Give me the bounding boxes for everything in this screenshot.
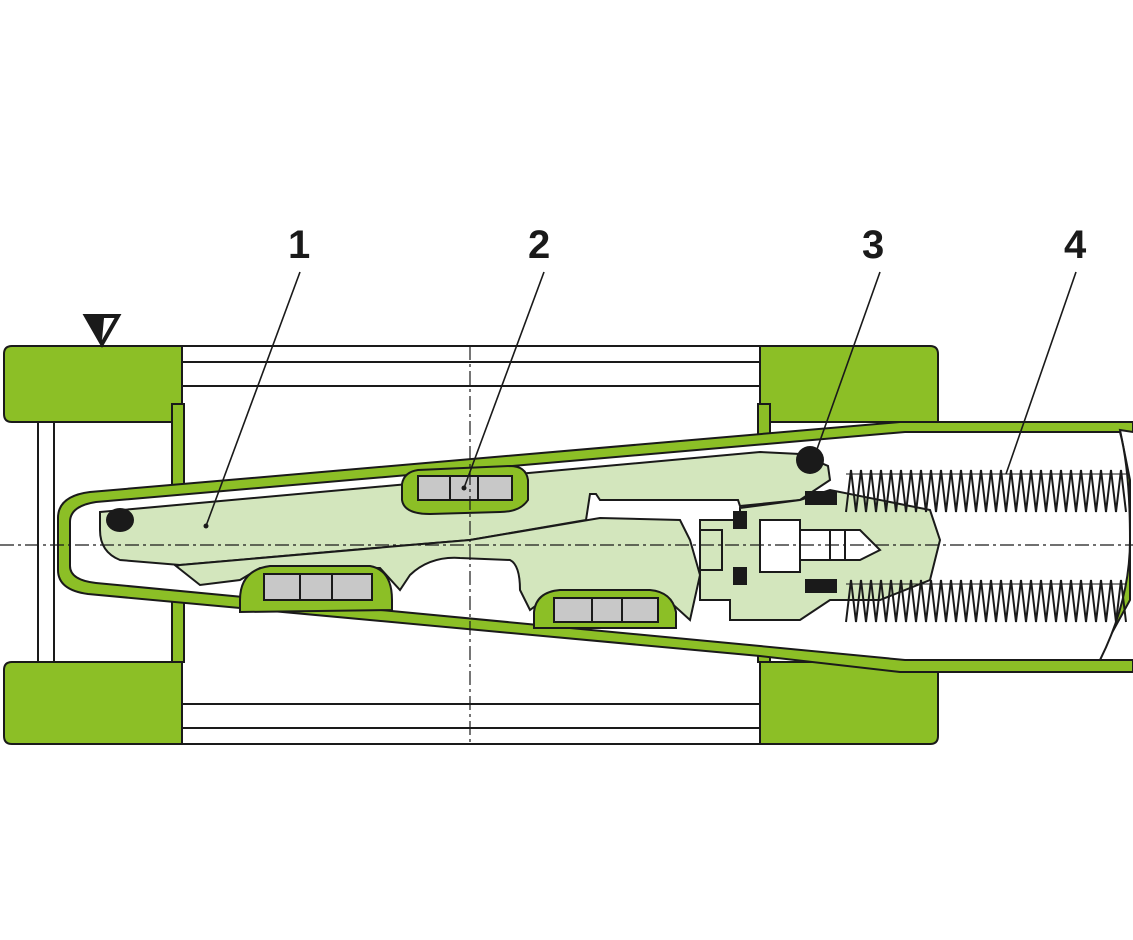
o-ring-right bbox=[796, 446, 824, 474]
bellows-lower bbox=[845, 579, 1127, 623]
housing-sleeve bbox=[181, 345, 761, 745]
lower-left-flange bbox=[3, 661, 183, 745]
leader-2 bbox=[463, 271, 545, 489]
o-ring-left bbox=[106, 508, 134, 532]
bellows-coil bbox=[845, 469, 1127, 513]
callout-3: 3 bbox=[862, 223, 884, 267]
leader-4 bbox=[1005, 271, 1077, 475]
disc-lower-web bbox=[173, 516, 702, 622]
upper-left-flange bbox=[3, 345, 183, 423]
lower-right-flange bbox=[759, 661, 939, 745]
leader-1 bbox=[205, 271, 301, 527]
callout-1: 1 bbox=[288, 223, 310, 267]
seat-insert-lower-right bbox=[533, 589, 677, 629]
leader-3 bbox=[815, 271, 881, 453]
left-post bbox=[37, 422, 55, 662]
seat-insert-lower-left bbox=[239, 565, 393, 614]
bellows-upper bbox=[845, 469, 1127, 513]
leader-lines bbox=[205, 271, 1077, 527]
callout-2: 2 bbox=[528, 223, 550, 267]
bellows-coil bbox=[845, 579, 1127, 623]
callout-4: 4 bbox=[1064, 223, 1087, 267]
